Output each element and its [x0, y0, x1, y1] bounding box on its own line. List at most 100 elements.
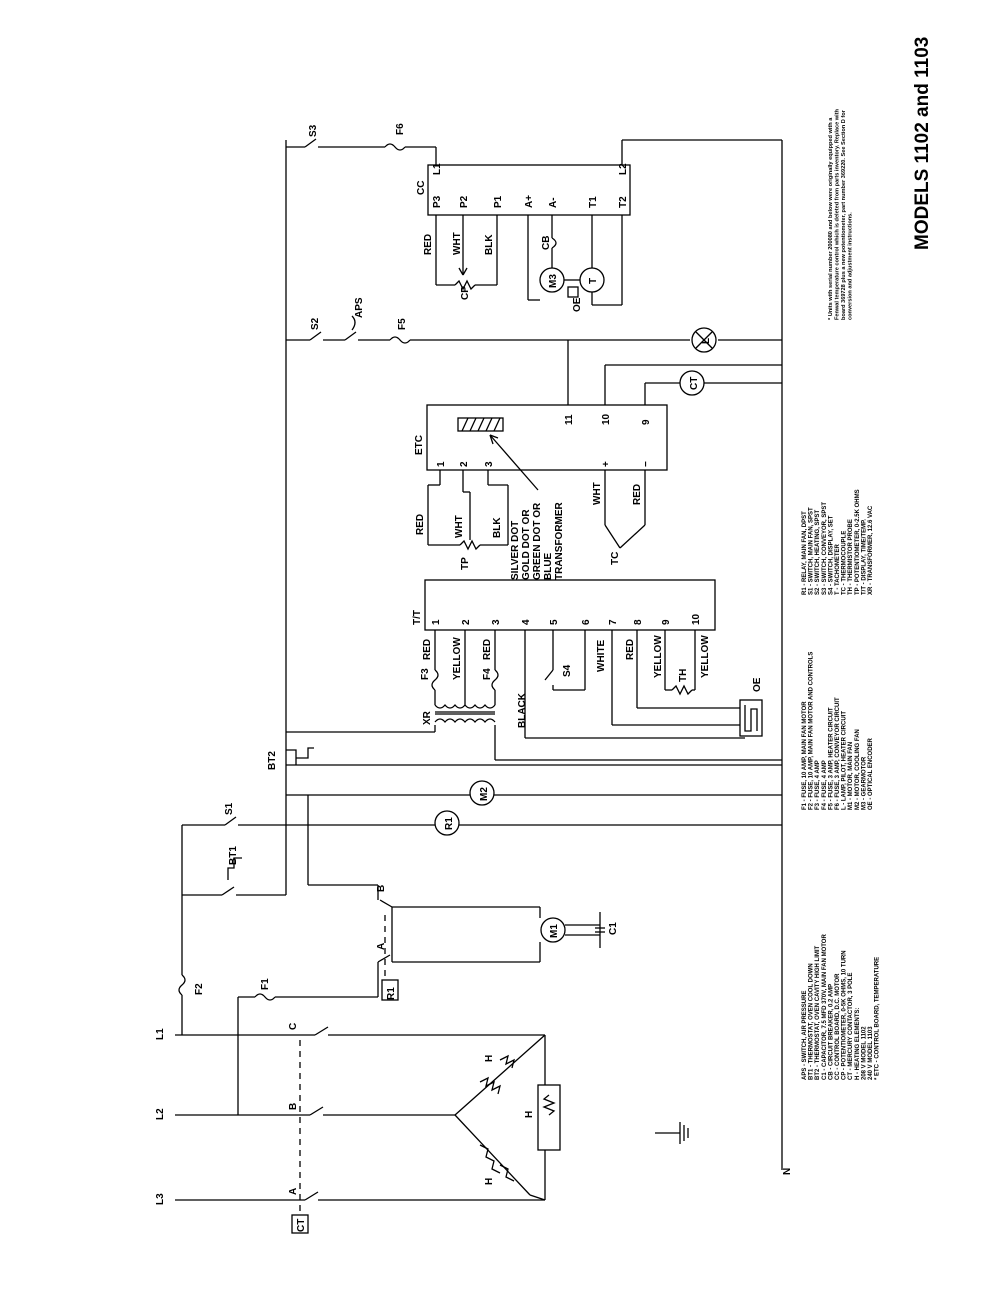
legend-entry: R1 - RELAY, MAIN FAN, DPST	[802, 511, 808, 595]
th-label: TH	[678, 669, 689, 682]
wire-wht-cp: WHT	[452, 232, 463, 255]
legend-entry: CT - MERCURY CONTACTOR, 3 POLE	[848, 973, 854, 1080]
wire-blk-cp: BLK	[484, 234, 495, 255]
etc-label: ETC	[414, 435, 425, 455]
wire-white: WHITE	[596, 639, 607, 672]
legend-entry: F6 - FUSE, 3 AMP, CONVEYOR CIRCUIT	[835, 697, 841, 810]
heater-label-2: H	[524, 1111, 535, 1118]
legend-entry: XR - TRANSFORMER, 12.6 VAC	[868, 505, 874, 595]
etc-pin-6: 10	[601, 413, 612, 425]
f3-label: F3	[420, 668, 431, 680]
tt-pin-5: 5	[549, 619, 560, 625]
ct-label: CT	[296, 1219, 307, 1232]
legend-entry: OE - OPTICAL ENCODER	[868, 737, 874, 810]
tt-display	[424, 579, 763, 739]
relay-pole-a: A	[376, 943, 387, 950]
tt-pin-9: 9	[661, 619, 672, 625]
etc-pin-7: 9	[641, 419, 652, 425]
legend-entry: M2 - MOTOR, COOLING FAN	[855, 729, 861, 810]
cc-pin-p2: P2	[459, 195, 470, 208]
etc-pin-1: 2	[459, 461, 470, 467]
tt-pin-7: 7	[608, 619, 619, 625]
legend-entry: * ETC - CONTROL BOARD, TEMPERATURE	[875, 957, 881, 1080]
ct-pole-a: A	[288, 1188, 299, 1195]
ct-pole-c: C	[288, 1023, 299, 1030]
heater-label-3: H	[484, 1178, 495, 1185]
legend-entry: F2 - FUSE, 10 AMP, MAIN FAN MOTOR AND CO…	[809, 652, 815, 810]
wire-wht-tc: WHT	[592, 482, 603, 505]
wire-red-f3: RED	[422, 639, 433, 660]
f4-label: F4	[482, 668, 493, 680]
tc-label: TC	[610, 552, 621, 565]
f2-label: F2	[194, 983, 205, 995]
legend-entry: BT2 - THERMOSTAT, OVEN CAVITY HIGH LIMIT	[815, 945, 821, 1080]
legend-entry: S3 - SWITCH, CONVEYOR, SPST	[822, 502, 828, 595]
etc-pin-4: −	[641, 461, 652, 467]
cc-pin-l1: L1	[432, 163, 443, 175]
transformer-note-line: SILVER DOT	[510, 521, 521, 580]
tt-pin-8: 8	[633, 619, 644, 625]
f1-label: F1	[260, 978, 271, 990]
legend-entry: M3 - GEARMOTOR	[861, 756, 867, 810]
transformer-note-line: BLUE	[543, 552, 554, 580]
bt2-label: BT2	[267, 751, 278, 770]
wire-red-tc: RED	[632, 484, 643, 505]
wire-yellow-1: YELLOW	[452, 637, 463, 680]
tt-pin-6: 6	[581, 619, 592, 625]
legend-entry: M1 - MOTOR, MAIN FAN	[848, 742, 854, 810]
tacho-label: T	[588, 278, 599, 284]
legend-entry: C1 - CAPACITOR, 7.5 MFD 370V, MAIN FAN M…	[822, 934, 828, 1080]
legend-entry: CP - POTENTIOMETER, 0-5K OHMS, 10 TURN	[842, 950, 848, 1080]
wire-blk-tp: BLK	[492, 517, 503, 538]
wire-yellow-10: YELLOW	[700, 635, 711, 678]
cc-pin-a-: A-	[548, 197, 559, 208]
cc-pin-l2: L2	[618, 163, 629, 175]
s4-label: S4	[562, 664, 573, 677]
legend-entry: F1 - FUSE, 10 AMP, MAIN FAN MOTOR	[802, 701, 808, 810]
etc-pin-3: +	[601, 461, 612, 467]
transformer-note-line: TRANSFORMER	[554, 501, 565, 580]
tt-pin-1: 1	[431, 619, 442, 625]
tp-label: TP	[460, 557, 471, 570]
wire-red-8: RED	[625, 639, 636, 660]
line-label-n: N	[782, 1168, 793, 1175]
etc-pin-2: 3	[484, 461, 495, 467]
s2-label: S2	[310, 317, 321, 330]
legend-entry: F5 - FUSE, 3 AMP, HEATER CIRCUIT	[828, 707, 834, 810]
etc-pin-5: 11	[564, 414, 575, 425]
wire-red-tp: RED	[415, 514, 426, 535]
legend-entry: BT1 - THERMOSTAT, OVEN COOL DOWN	[809, 963, 815, 1080]
legend-entry: TC - THERMOCOUPLE	[842, 531, 848, 595]
s1-label: S1	[224, 802, 235, 815]
heating-elements	[454, 1034, 561, 1201]
cc-pin-p3: P3	[432, 195, 443, 208]
line-label-l2: L2	[155, 1108, 166, 1120]
legend-entry: 208 V MODEL 1102	[861, 1026, 867, 1080]
legend-entry: S2 - SWITCH, HEATING, SPST	[815, 509, 821, 595]
cc-pin-p1: P1	[493, 195, 504, 208]
tt-pin-4: 4	[521, 619, 532, 625]
tt-label: T/T	[412, 610, 423, 625]
legend-entry: T - TACHOMETER	[835, 543, 841, 595]
ground-icon	[655, 1122, 689, 1144]
line-label-l1: L1	[155, 1028, 166, 1040]
r1-label: R1	[444, 817, 455, 830]
legend-entry: APS - SWITCH, AIR PRESSURE	[802, 991, 808, 1080]
legend-entry: TP - POTENTIOMETER, 0-2.5K OHMS	[855, 489, 861, 595]
legend-entry: T/T - DISPLAY, TIME/TEMP.	[861, 519, 867, 595]
legend-entry: S1 - SWITCH, MAIN FAN, SPST	[809, 507, 815, 595]
m3-label: M3	[548, 274, 559, 288]
serial-number-note: * Units with serial number 200080 and be…	[828, 108, 854, 320]
wire-red-f4: RED	[482, 639, 493, 660]
wire-black: BLACK	[517, 692, 528, 728]
legend-entry: TH - THERMISTOR PROBE	[848, 519, 854, 595]
switch-fuse-rows	[286, 138, 782, 353]
cb-label: CB	[541, 236, 552, 250]
wire-yellow-9: YELLOW	[653, 635, 664, 678]
f6-label: F6	[395, 123, 406, 135]
transformer-note-line: GREEN DOT OR	[532, 502, 543, 580]
lamp-label: L	[701, 338, 712, 344]
